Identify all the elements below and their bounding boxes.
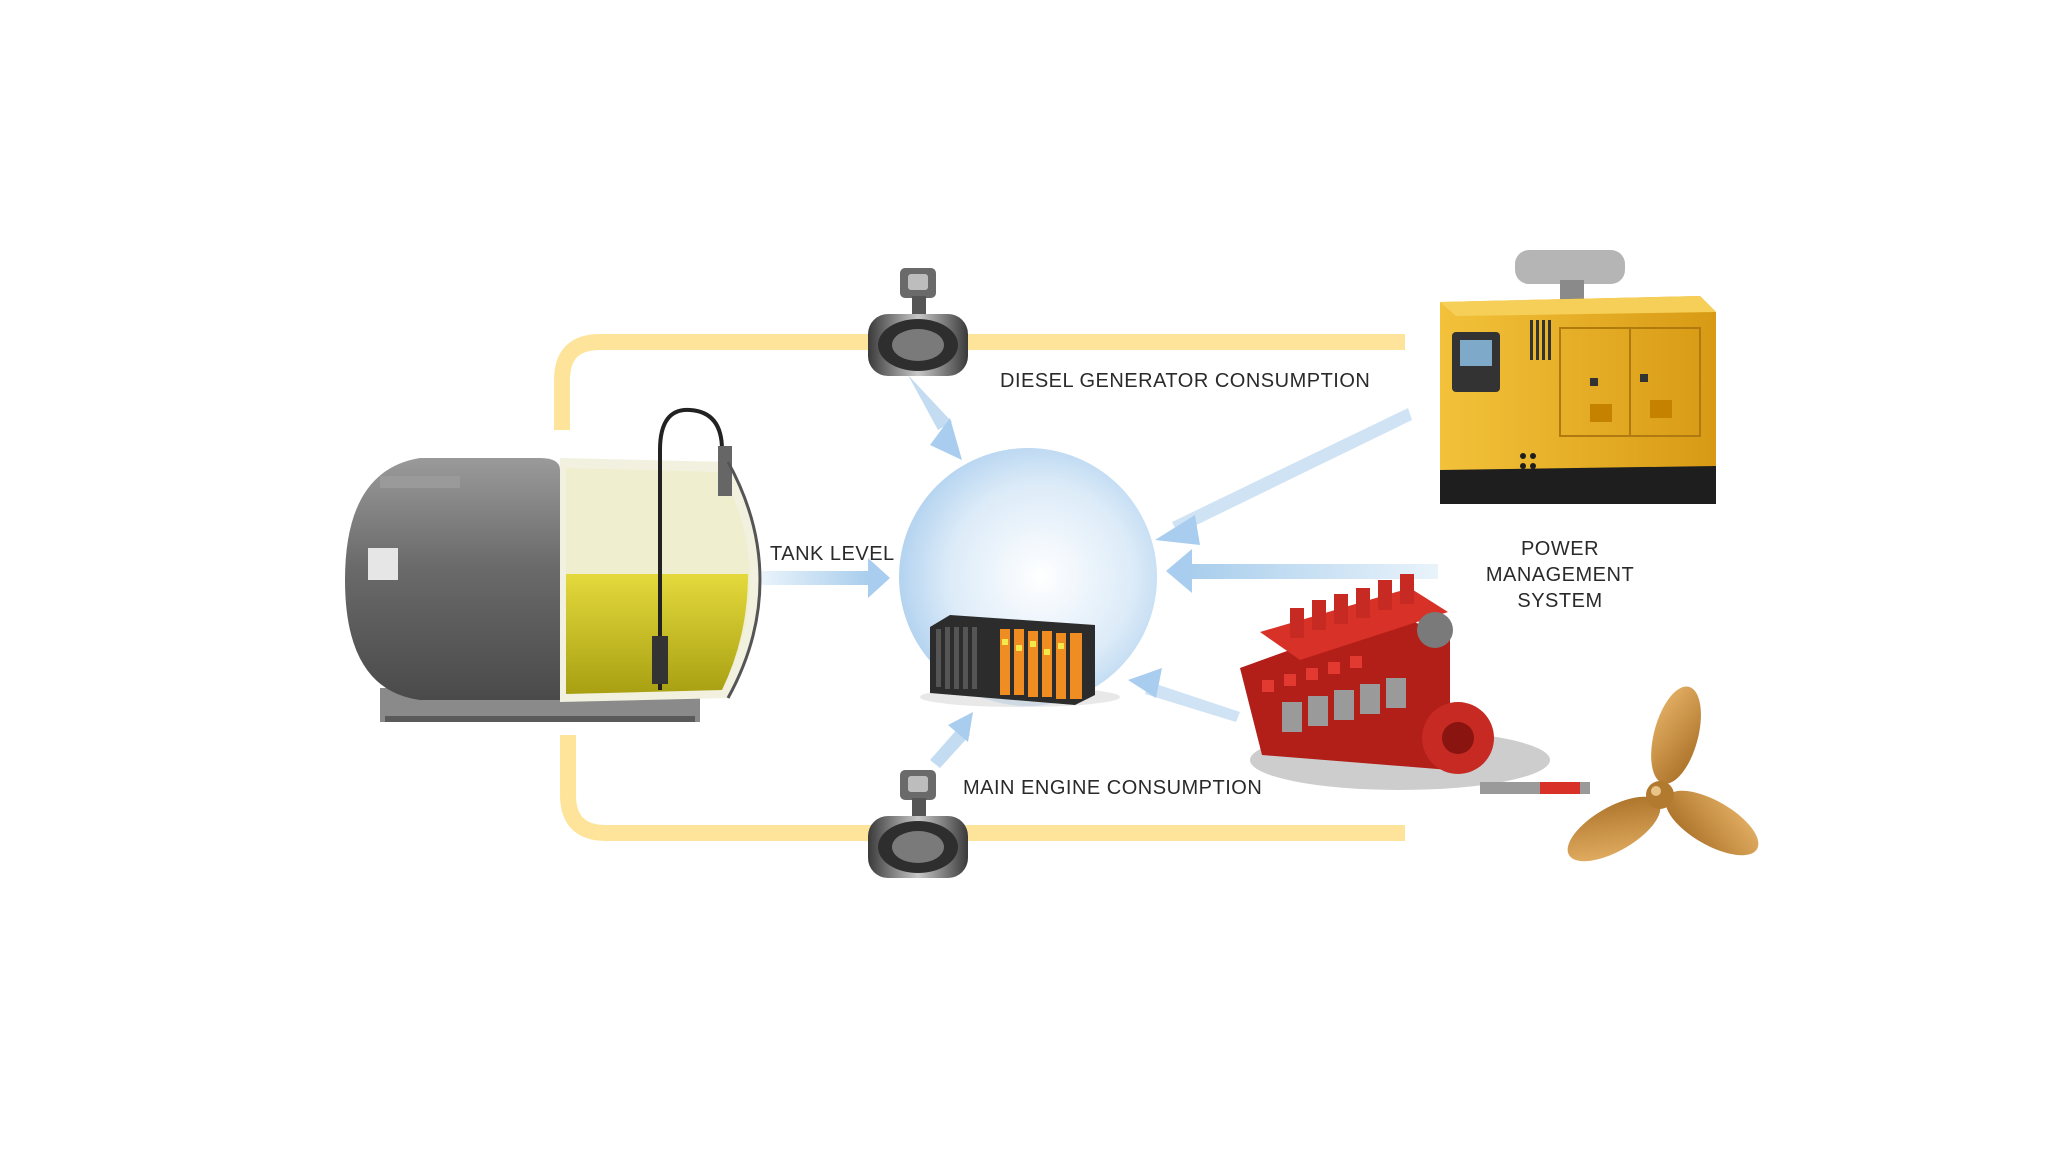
arrow-engine xyxy=(1128,668,1240,722)
arrow-tank-level xyxy=(762,558,890,598)
label-power-management-line: SYSTEM xyxy=(1517,590,1603,612)
arrow-generator-meter xyxy=(908,375,962,460)
label-power-management-line: MANAGEMENT xyxy=(1485,564,1635,586)
plc-controller-icon xyxy=(920,615,1120,707)
diesel-generator-icon xyxy=(1440,250,1716,504)
flow-meter-icon xyxy=(868,770,968,878)
main-engine-icon xyxy=(1240,574,1590,794)
fuel-tank-icon xyxy=(345,407,762,722)
signal-arrows xyxy=(762,375,1438,768)
arrow-power-management xyxy=(1166,549,1438,593)
label-tank-level: TANK LEVEL xyxy=(770,543,895,565)
arrow-generator xyxy=(1155,408,1412,545)
label-power-management-line: POWER xyxy=(1520,538,1600,560)
label-diesel-generator-consumption: DIESEL GENERATOR CONSUMPTION xyxy=(1000,370,1371,392)
fuel-lines xyxy=(554,334,1405,841)
flow-meter-icon xyxy=(868,268,968,376)
supply-line-engine xyxy=(560,735,1405,841)
propeller-icon xyxy=(1567,686,1759,862)
label-power-management-system: POWER MANAGEMENT SYSTEM xyxy=(1480,536,1640,614)
label-main-engine-consumption: MAIN ENGINE CONSUMPTION xyxy=(963,777,1263,799)
supply-line-generator xyxy=(554,334,1405,430)
arrow-engine-meter xyxy=(930,712,973,768)
